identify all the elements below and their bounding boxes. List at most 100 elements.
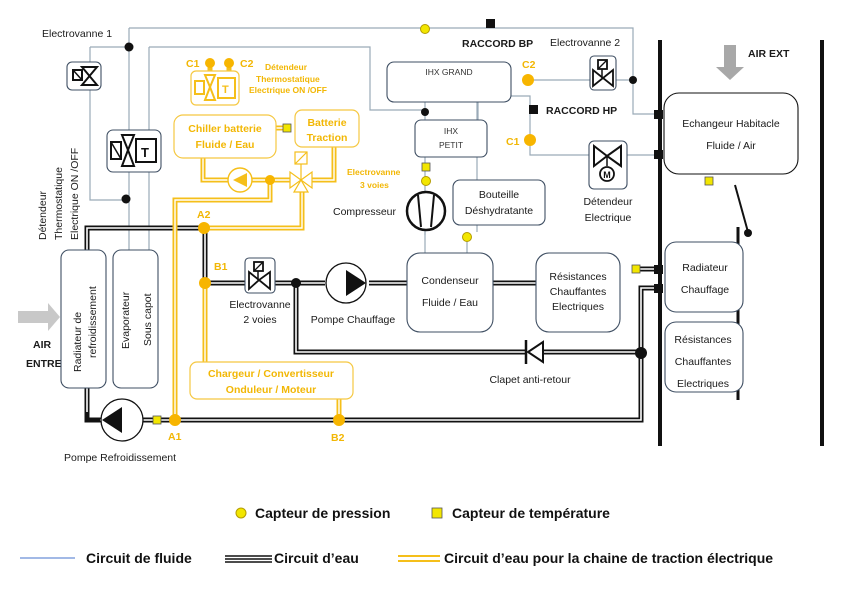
electrovanne2-label: Electrovanne 2 (550, 37, 620, 49)
pressure-sensor-icon (462, 232, 472, 242)
svg-text:Chiller batterie: Chiller batterie (188, 123, 262, 135)
pompe-chauffage[interactable] (325, 262, 367, 304)
resistances-chauffantes-2[interactable]: Résistances Chauffantes Electriques (664, 321, 744, 393)
c1-c2-top-sensors (205, 58, 234, 68)
svg-text:Chauffage: Chauffage (681, 284, 729, 296)
pressure-sensor-icon (421, 176, 431, 186)
svg-text:Chargeur / Convertisseur: Chargeur / Convertisseur (208, 368, 334, 380)
detendeur-electrique-label-1: Détendeur (583, 196, 633, 208)
legend-water-label: Circuit d’eau (274, 550, 359, 566)
svg-text:Résistances: Résistances (549, 271, 606, 283)
svg-text:Electrique ON /OFF: Electrique ON /OFF (249, 85, 327, 95)
echangeur-habitacle[interactable]: Echangeur Habitacle Fluide / Air (663, 92, 799, 175)
svg-text:Résistances: Résistances (674, 334, 731, 346)
electrovanne2[interactable] (589, 55, 617, 91)
clapet-anti-retour[interactable] (524, 340, 544, 364)
legend-temperature-label: Capteur de température (452, 505, 610, 521)
svg-text:Fluide / Eau: Fluide / Eau (196, 139, 255, 151)
svg-text:Electrique ON /OFF: Electrique ON /OFF (69, 148, 81, 240)
raccord-hp-label: RACCORD HP (546, 105, 617, 117)
batterie-traction[interactable]: Batterie Traction (294, 109, 360, 148)
ihx-grand[interactable]: IHX GRAND (386, 61, 512, 103)
clapet-anti-retour-label: Clapet anti-retour (489, 374, 571, 386)
detendeur-electrique[interactable]: M (588, 140, 628, 190)
svg-text:Thermostatique: Thermostatique (256, 74, 320, 84)
svg-text:Condenseur: Condenseur (421, 275, 479, 287)
legend-traction-line (398, 555, 440, 562)
air-entree-label-2: ENTREE (26, 358, 69, 370)
junction-b2 (333, 414, 345, 426)
b2-label: B2 (331, 432, 345, 444)
svg-text:T: T (222, 84, 229, 96)
connector (654, 265, 663, 274)
electrovanne-3-voies-label-2: 3 voies (360, 180, 389, 190)
legend: Capteur de pression Capteur de températu… (20, 505, 773, 566)
compresseur-label: Compresseur (333, 206, 397, 218)
chargeur-convertisseur[interactable]: Chargeur / Convertisseur Onduleur / Mote… (189, 361, 354, 400)
legend-traction-label: Circuit d’eau pour la chaine de traction… (444, 550, 773, 566)
junction-a1 (169, 414, 181, 426)
temperature-sensor-icon (421, 162, 431, 172)
connector (654, 150, 663, 159)
ihx-petit[interactable]: IHX PETIT (414, 119, 488, 158)
thermostat-letter: T (141, 145, 149, 160)
junction-b1 (199, 277, 211, 289)
pompe-refroidissement[interactable] (100, 398, 144, 442)
chiller-pump[interactable] (227, 167, 253, 193)
c1-top-label: C1 (186, 58, 200, 70)
connector (654, 110, 663, 119)
legend-fluid-label: Circuit de fluide (86, 550, 192, 566)
raccord-bp-label: RACCORD BP (462, 38, 533, 50)
svg-text:IHX GRAND: IHX GRAND (425, 67, 472, 77)
condenseur[interactable]: Condenseur Fluide / Eau (406, 252, 494, 333)
pompe-refroidissement-label: Pompe Refroidissement (64, 452, 176, 464)
detendeur-electrique-label-2: Electrique (585, 212, 632, 224)
svg-text:refroidissement: refroidissement (87, 286, 99, 358)
connector (654, 284, 663, 293)
bouteille-deshydratante[interactable]: Bouteille Déshydratante (452, 179, 546, 226)
water-junction (635, 347, 647, 359)
chiller-batterie[interactable]: Chiller batterie Fluide / Eau (173, 114, 277, 159)
svg-text:Onduleur / Moteur: Onduleur / Moteur (226, 384, 316, 396)
temperature-sensor-icon (282, 123, 292, 133)
svg-text:Sous capot: Sous capot (142, 293, 154, 346)
detendeur-thermostatique-chiller[interactable]: T (190, 70, 240, 106)
svg-text:IHX: IHX (444, 126, 459, 136)
electrovanne1[interactable] (66, 61, 102, 91)
radiateur-refroidissement[interactable]: Radiateur de refroidissement (60, 249, 107, 389)
water-junction (291, 278, 301, 288)
resistances-chauffantes-1[interactable]: Résistances Chauffantes Electriques (535, 252, 621, 333)
temperature-sensor-icon (152, 415, 162, 425)
svg-text:Fluide / Air: Fluide / Air (706, 140, 756, 152)
svg-text:Thermostatique: Thermostatique (53, 167, 65, 240)
fluid-junctions (121, 42, 637, 204)
radiateur-chauffage[interactable]: Radiateur Chauffage (664, 241, 744, 313)
svg-text:Evaporateur: Evaporateur (120, 291, 132, 349)
detendeur-thermostatique-label: Détendeur Thermostatique Electrique ON /… (37, 148, 81, 240)
electrovanne-3-voies[interactable] (289, 151, 313, 193)
electrovanne-2-voies-label-1: Electrovanne (229, 299, 290, 311)
air-ext-label: AIR EXT (748, 48, 790, 60)
c1-right-sensor (524, 134, 536, 146)
legend-pressure-sensor-icon (235, 507, 247, 519)
electrovanne-3-voies-label-1: Electrovanne (347, 167, 401, 177)
air-ext-arrow-icon (716, 45, 744, 80)
svg-text:Détendeur: Détendeur (265, 62, 308, 72)
temperature-sensor-icon (631, 264, 641, 274)
electrovanne-2-voies[interactable] (244, 257, 276, 294)
a1-label: A1 (168, 431, 182, 443)
svg-text:Electriques: Electriques (677, 378, 729, 390)
detendeur-thermostatique[interactable]: T (106, 129, 162, 173)
motor-letter: M (603, 170, 611, 180)
a2-label: A2 (197, 209, 211, 221)
svg-text:Traction: Traction (307, 132, 348, 144)
evaporateur-sous-capot[interactable]: Evaporateur Sous capot (112, 249, 159, 389)
svg-text:Bouteille: Bouteille (479, 189, 519, 201)
electrovanne-2-voies-label-2: 2 voies (243, 314, 276, 326)
air-entree-label-1: AIR (33, 339, 52, 351)
c2-top-label: C2 (240, 58, 254, 70)
svg-text:Chauffantes: Chauffantes (550, 286, 606, 298)
raccord-bp-marker (486, 19, 495, 28)
compresseur[interactable] (405, 190, 447, 232)
